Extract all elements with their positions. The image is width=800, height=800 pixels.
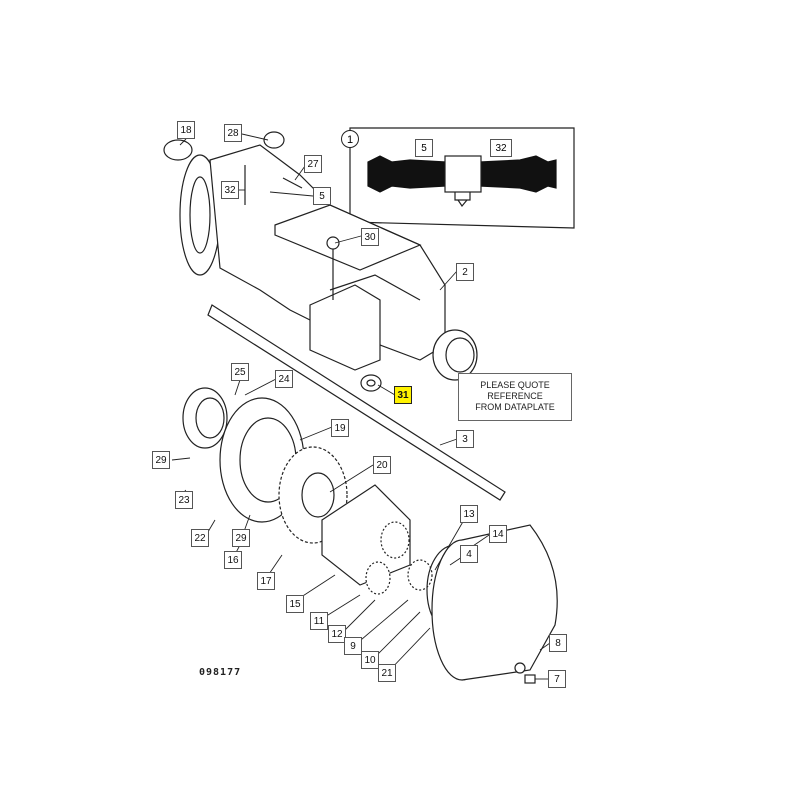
callout-13[interactable]: 13 [460,505,478,523]
hub-cover-dome [461,524,558,681]
dataplate-line-1: PLEASE QUOTE [480,380,550,390]
planet-drum-15 [321,484,411,586]
callout-21[interactable]: 21 [378,664,396,682]
planet-gear-b [407,559,433,591]
callout-5[interactable]: 5 [313,187,331,205]
callout-11[interactable]: 11 [310,612,328,630]
callout-31[interactable]: 31 [394,386,412,404]
inset-label-32: 32 [490,139,512,157]
callout-17[interactable]: 17 [257,572,275,590]
callout-27[interactable]: 27 [304,155,322,173]
callout-9[interactable]: 9 [344,637,362,655]
callout-20[interactable]: 20 [373,456,391,474]
dataplate-line-2: REFERENCE [487,391,543,401]
dataplate-line-3: FROM DATAPLATE [475,402,555,412]
leader-lines [171,133,551,680]
callout-22[interactable]: 22 [191,529,209,547]
inset-axle-silhouette [367,155,557,193]
callout-18[interactable]: 18 [177,121,195,139]
inset-label-5: 5 [415,139,433,157]
nut-31-shape [360,374,382,392]
mounting-pad [309,284,381,371]
callout-29-lower[interactable]: 29 [232,529,250,547]
drawing-number: 098177 [199,667,242,678]
callout-16[interactable]: 16 [224,551,242,569]
planet-gear-c [365,561,391,595]
callout-28[interactable]: 28 [224,124,242,142]
inset-center-housing [444,155,482,193]
callout-10[interactable]: 10 [361,651,379,669]
dataplate-note: PLEASE QUOTE REFERENCE FROM DATAPLATE [458,373,572,421]
callout-3[interactable]: 3 [456,430,474,448]
callout-19[interactable]: 19 [331,419,349,437]
callout-24[interactable]: 24 [275,370,293,388]
callout-8[interactable]: 8 [549,634,567,652]
callout-4[interactable]: 4 [460,545,478,563]
callout-29-upper[interactable]: 29 [152,451,170,469]
callout-12[interactable]: 12 [328,625,346,643]
callout-2[interactable]: 2 [456,263,474,281]
callout-32[interactable]: 32 [221,181,239,199]
drive-shaft [207,304,506,501]
callout-15[interactable]: 15 [286,595,304,613]
planet-gear-a [380,521,410,559]
inset-view-badge: 1 [341,130,359,148]
callout-30[interactable]: 30 [361,228,379,246]
housing-end-face [432,329,478,381]
callout-14[interactable]: 14 [489,525,507,543]
callout-25[interactable]: 25 [231,363,249,381]
callout-7[interactable]: 7 [548,670,566,688]
callout-23[interactable]: 23 [175,491,193,509]
bearing-25 [182,387,228,449]
